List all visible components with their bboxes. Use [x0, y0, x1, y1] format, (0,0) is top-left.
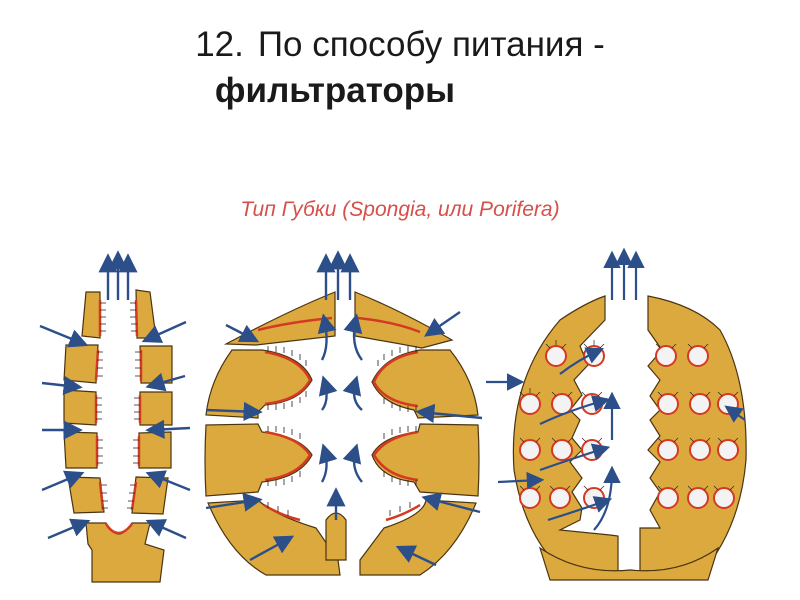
ascon-sponge	[40, 255, 190, 582]
sycon-sponge	[205, 255, 482, 575]
leucon-sponge	[486, 252, 746, 580]
